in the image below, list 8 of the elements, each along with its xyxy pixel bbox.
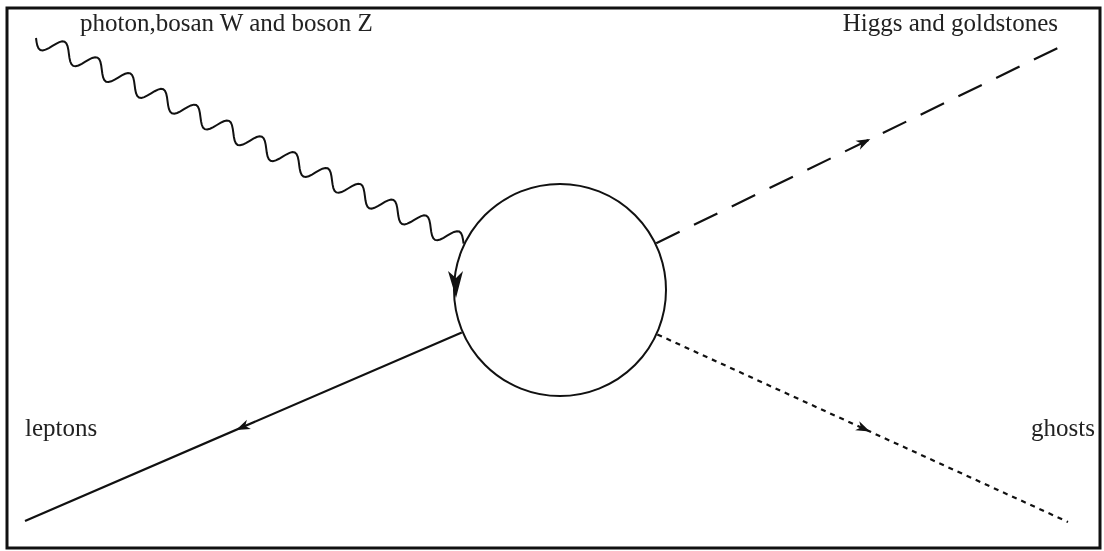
loop-circle <box>453 183 667 397</box>
dotted-line <box>656 333 1069 523</box>
wavy-line <box>35 37 465 245</box>
particle-label: photon,bosan W and boson Z <box>80 10 373 35</box>
particle-label: Higgs and goldstones <box>842 10 1058 35</box>
solid-line <box>24 331 463 522</box>
particle-label: ghosts <box>1031 415 1095 440</box>
particle-label: leptons <box>25 415 98 440</box>
